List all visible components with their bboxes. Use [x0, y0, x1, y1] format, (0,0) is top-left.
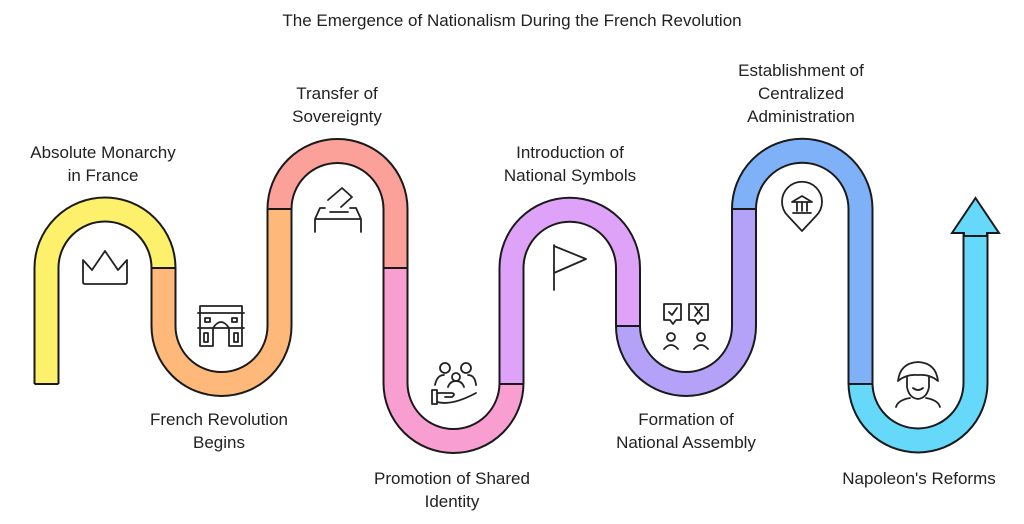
step-label-transfer-sovereignty: Transfer of Sovereignty: [227, 82, 447, 128]
step-label-absolute-monarchy: Absolute Monarchy in France: [0, 141, 213, 187]
label-line: Identity: [424, 492, 480, 511]
arrowhead-icon: [950, 196, 1001, 237]
label-line: Begins: [193, 433, 245, 452]
step-label-national-symbols: Introduction of National Symbols: [460, 141, 680, 187]
voting-people-icon: [663, 303, 709, 350]
label-line: French Revolution: [150, 410, 288, 429]
timeline-segment-7: [733, 139, 872, 384]
label-line: Promotion of Shared: [374, 469, 530, 488]
label-line: Establishment of: [738, 61, 864, 80]
napoleon-icon: [895, 361, 941, 408]
label-line: Formation of: [638, 410, 734, 429]
flag-icon: [553, 244, 587, 291]
arc-de-triomphe-icon: [197, 305, 245, 347]
timeline-segment-6: [617, 209, 755, 395]
people-in-hand-icon: [431, 362, 477, 405]
ballot-box-icon: [314, 187, 362, 233]
step-label-napoleons-reforms: Napoleon's Reforms: [809, 467, 1024, 490]
label-line: Administration: [747, 107, 855, 126]
label-line: Sovereignty: [292, 107, 382, 126]
label-line: Napoleon's Reforms: [842, 469, 996, 488]
timeline-segment-5: [500, 198, 639, 384]
diagram-title: The Emergence of Nationalism During the …: [282, 11, 742, 30]
timeline-segment-8: [849, 232, 987, 452]
timeline-segment-3: [268, 140, 407, 268]
label-line: Centralized: [758, 84, 844, 103]
segment-outline: [731, 137, 874, 384]
label-line: National Symbols: [503, 166, 637, 185]
crown-icon: [82, 250, 128, 285]
label-line: Transfer of: [296, 84, 378, 103]
timeline-segment-2: [152, 209, 291, 395]
label-line: in France: [67, 166, 139, 185]
label-line: Introduction of: [516, 143, 624, 162]
timeline-segment-1: [35, 198, 175, 384]
label-line: Absolute Monarchy: [30, 143, 176, 162]
label-line: National Assembly: [616, 433, 756, 452]
step-label-national-assembly: Formation of National Assembly: [576, 408, 796, 454]
timeline-segment-4: [384, 268, 523, 452]
government-location-icon: [781, 180, 823, 232]
